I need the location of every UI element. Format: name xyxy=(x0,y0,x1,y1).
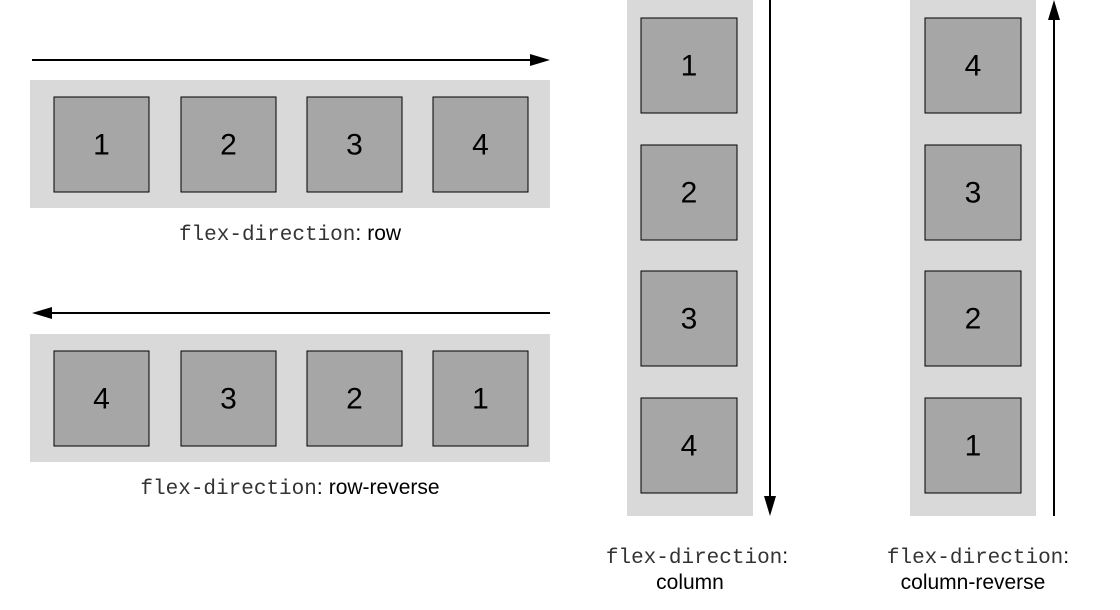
flex-item-label: 4 xyxy=(681,430,698,463)
flex-item-label: 2 xyxy=(681,177,698,210)
property-name: flex-direction xyxy=(140,478,316,501)
caption-separator: : xyxy=(355,222,361,245)
caption-column-value: column xyxy=(656,571,724,594)
flex-item: 3 xyxy=(180,350,277,447)
caption-column-reverse-name: flex-direction: xyxy=(887,545,1069,570)
property-name: flex-direction xyxy=(179,224,355,247)
flex-item: 3 xyxy=(924,144,1022,241)
flex-item: 2 xyxy=(640,144,738,241)
caption-column-reverse-value: column-reverse xyxy=(901,571,1046,594)
flex-item: 4 xyxy=(640,397,738,494)
flex-item-label: 2 xyxy=(965,303,982,336)
flex-item: 3 xyxy=(306,96,403,193)
caption-separator: : xyxy=(1063,545,1069,568)
flex-item: 1 xyxy=(432,350,529,447)
flex-item-label: 4 xyxy=(93,383,110,416)
arrow-right xyxy=(32,54,550,66)
caption-separator: : xyxy=(782,545,788,568)
flex-item-label: 1 xyxy=(93,129,110,162)
flex-item: 3 xyxy=(640,270,738,367)
flex-item-label: 1 xyxy=(681,50,698,83)
flex-item: 4 xyxy=(924,17,1022,114)
arrow-up xyxy=(1048,0,1060,516)
flex-item: 4 xyxy=(53,350,150,447)
flex-item-label: 3 xyxy=(965,177,982,210)
property-name: flex-direction xyxy=(887,547,1063,570)
flex-item-label: 3 xyxy=(681,303,698,336)
property-value: row xyxy=(367,222,402,245)
flex-item-label: 3 xyxy=(346,129,363,162)
caption-separator: : xyxy=(317,476,323,499)
flex-item: 1 xyxy=(53,96,150,193)
panel-column-reverse: 4 3 2 1 flex-direction: column-reverse xyxy=(887,0,1069,594)
flex-item-label: 1 xyxy=(965,430,982,463)
caption-row: flex-direction: row xyxy=(179,222,402,247)
arrow-down xyxy=(764,0,776,516)
arrow-left xyxy=(32,307,550,319)
flex-item: 4 xyxy=(432,96,529,193)
panel-row-reverse: 4 3 2 1 flex-direction: row-reverse xyxy=(30,307,550,501)
caption-row-reverse: flex-direction: row-reverse xyxy=(140,476,439,501)
flex-item: 1 xyxy=(924,397,1022,494)
flex-item: 2 xyxy=(180,96,277,193)
flex-item-label: 2 xyxy=(346,383,363,416)
flex-item-label: 2 xyxy=(220,129,237,162)
caption-column-name: flex-direction: xyxy=(606,545,788,570)
property-value: row-reverse xyxy=(329,476,440,499)
flex-item-label: 4 xyxy=(472,129,489,162)
flex-item: 1 xyxy=(640,17,738,114)
flex-item: 2 xyxy=(924,270,1022,367)
panel-column: 1 2 3 4 flex-direction: column xyxy=(606,0,788,594)
flex-item-label: 1 xyxy=(472,383,489,416)
flex-item-label: 4 xyxy=(965,50,982,83)
flex-item-label: 3 xyxy=(220,383,237,416)
property-name: flex-direction xyxy=(606,547,782,570)
flex-item: 2 xyxy=(306,350,403,447)
panel-row: 1 2 3 4 flex-direction: row xyxy=(30,54,550,247)
